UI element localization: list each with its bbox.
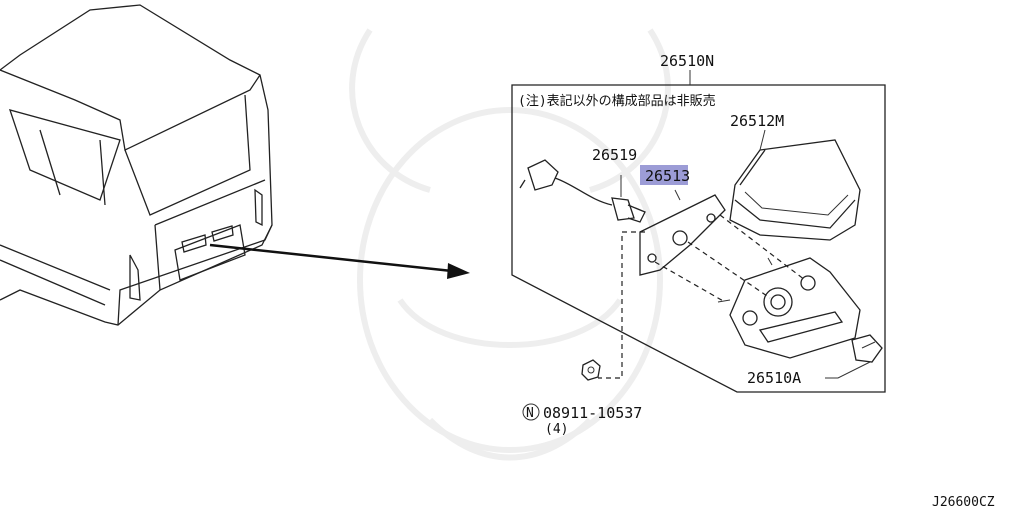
bulb-part bbox=[851, 334, 883, 363]
highlight-box bbox=[640, 165, 688, 185]
assembly-dash-lines bbox=[598, 214, 806, 379]
pointer-arrow bbox=[209, 243, 470, 279]
label-gasket[interactable]: 26513 bbox=[645, 167, 690, 185]
label-nut[interactable]: 08911-10537 bbox=[543, 404, 642, 422]
van-rear-illustration bbox=[0, 4, 273, 326]
parts-frame bbox=[511, 84, 886, 393]
nut-part bbox=[581, 359, 601, 381]
gasket-part bbox=[639, 194, 726, 276]
label-nut-qty: (4) bbox=[545, 422, 568, 437]
label-nut-symbol: N bbox=[526, 406, 534, 421]
watermark-logo bbox=[349, 28, 671, 461]
diagram-code: J26600CZ bbox=[932, 495, 995, 510]
label-socket[interactable]: 26519 bbox=[592, 146, 637, 164]
label-lens[interactable]: 26512M bbox=[730, 112, 784, 130]
housing-part bbox=[717, 257, 861, 359]
label-note: (注)表記以外の構成部品は非販売 bbox=[518, 93, 716, 109]
label-housing[interactable]: 26510A bbox=[747, 369, 801, 387]
nut-symbol-circle bbox=[522, 403, 540, 421]
lens-part bbox=[729, 139, 861, 241]
label-assembly[interactable]: 26510N bbox=[660, 52, 714, 70]
socket-harness-part bbox=[519, 159, 646, 223]
